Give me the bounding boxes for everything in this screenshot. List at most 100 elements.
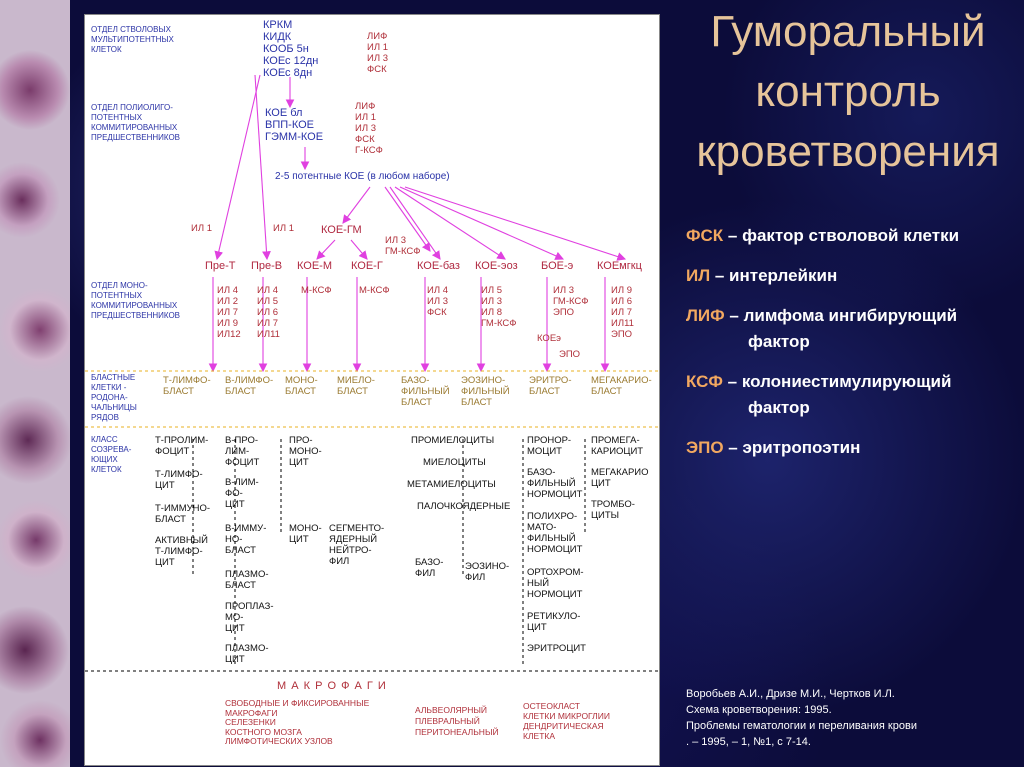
legend-item: ИЛ – интерлейкин (686, 262, 1016, 290)
section-stem-label: ОТДЕЛ СТВОЛОВЫХ МУЛЬТИПОТЕНТНЫХ КЛЕТОК (91, 25, 174, 54)
mature-e4: ОРТОХРОМ- НЫЙ НОРМОЦИТ (527, 567, 584, 600)
mature-b2: В-ЛИМ- ФО- ЦИТ (225, 477, 259, 510)
section-poly-label: ОТДЕЛ ПОЛИОЛИГО- ПОТЕНТНЫХ КОММИТИРОВАНН… (91, 103, 181, 142)
arrow-koe25-to-koe-e (384, 186, 431, 252)
section-mature-label: КЛАСС СОЗРЕВА- ЮЩИХ КЛЕТОК (91, 435, 132, 474)
mature-b6: ПЛАЗМО- ЦИТ (225, 643, 269, 665)
mature-e1: ПРОНОР- МОЦИТ (527, 435, 572, 457)
arrow-koe25-to-koebaz (389, 186, 441, 260)
factors-mgk: ИЛ 9 ИЛ 6 ИЛ 7 ИЛ11 ЭПО (611, 285, 634, 340)
page-title: Гуморальный контроль кроветворения (696, 7, 1000, 176)
pre-t: Пре-Т (205, 260, 236, 272)
arrow-koe25-to-koemgkc (404, 186, 627, 261)
factors-m: М-КСФ (301, 285, 332, 296)
macro-group-2: АЛЬВЕОЛЯРНЫЙ ПЛЕВРАЛЬНЫЙ ПЕРИТОНЕАЛЬНЫЙ (415, 705, 499, 737)
koe-eoz: КОЕ-эоз (475, 260, 518, 272)
reference-line: Воробьев А.И., Дризе М.И., Чертков И.Л. (686, 688, 895, 700)
blast-g: МИЕЛО- БЛАСТ (337, 375, 375, 397)
arrow-koegm-to-koem (316, 239, 336, 260)
macro-group-1: СВОБОДНЫЕ И ФИКСИРОВАННЫЕ МАКРОФАГИ СЕЛЕ… (225, 698, 370, 746)
mature-m2: МОНО- ЦИТ (289, 523, 322, 545)
poly-factors-list: ЛИФ ИЛ 1 ИЛ 3 ФСК Г-КСФ (355, 101, 383, 156)
legend-text: – фактор стволовой клетки (723, 226, 960, 245)
mature-b4: ПЛАЗМО- БЛАСТ (225, 569, 269, 591)
section-mono-label: ОТДЕЛ МОНО- ПОТЕНТНЫХ КОММИТИРОВАННЫХ ПР… (91, 281, 181, 320)
reference-line: Проблемы гематологии и переливания крови (686, 720, 917, 732)
mature-e6: ЭРИТРОЦИТ (527, 643, 586, 654)
poly-cells-list: КОЕ бл ВПП-КОЕ ГЭММ-КОЕ (265, 107, 324, 143)
mature-e5: РЕТИКУЛО- ЦИТ (527, 611, 581, 633)
legend-continuation: фактор (748, 332, 810, 351)
koe-mgkc: КОЕмгкц (597, 260, 642, 272)
factors-baz: ИЛ 4 ИЛ 3 ФСК (427, 285, 448, 318)
mature-m1: ПРО- МОНО- ЦИТ (289, 435, 322, 468)
factors-epo: ЭПО (559, 349, 581, 360)
blast-mgk: МЕГАКАРИО- БЛАСТ (591, 375, 652, 397)
reference-citation: Воробьев А.И., Дризе М.И., Чертков И.Л. … (686, 686, 917, 750)
il1-label-b: ИЛ 1 (273, 223, 294, 234)
koe-2-5-potent: 2-5 потентные КОЕ (в любом наборе) (275, 171, 450, 182)
macro-group-3: ОСТЕОКЛАСТ КЛЕТКИ МИКРОГЛИИ ДЕНДРИТИЧЕСК… (523, 701, 610, 741)
legend-item: ЛИФ – лимфома ингибирующий фактор (686, 302, 1016, 356)
scheme-arrows (85, 74, 659, 672)
mature-gr2: МИЕЛОЦИТЫ (423, 457, 486, 468)
stem-cells-list: КРКМ КИДК КООБ 5н КОЕс 12дн КОЕс 8дн (263, 19, 319, 79)
arrow-koegm-to-koeg (350, 239, 368, 260)
mature-b1: В-ПРО- ЛИМ- ФОЦИТ (225, 435, 260, 468)
section-blast-label: БЛАСТНЫЕ КЛЕТКИ - РОДОНА- ЧАЛЬНИЦЫ РЯДОВ (91, 373, 137, 422)
legend-text: – колониестимулирующий (722, 372, 952, 391)
mature-k3: ТРОМБО- ЦИТЫ (591, 499, 635, 521)
macrophages-title: М А К Р О Ф А Г И (277, 680, 387, 692)
mature-g1: СЕГМЕНТО- ЯДЕРНЫЙ НЕЙТРО- ФИЛ (329, 523, 385, 567)
stem-factors-list: ЛИФ ИЛ 1 ИЛ 3 ФСК (367, 31, 388, 75)
mature-eoz: ЭОЗИНО- ФИЛ (465, 561, 510, 583)
factors-koe-e: КОЕэ (537, 333, 562, 344)
legend-abbr: ИЛ (686, 266, 711, 285)
mature-b3: В-ИММУ- НО- БЛАСТ (225, 523, 267, 556)
blast-e: ЭРИТРО- БЛАСТ (529, 375, 572, 397)
blast-b: В-ЛИМФО- БЛАСТ (225, 375, 274, 397)
blast-t: Т-ЛИМФО- БЛАСТ (163, 375, 211, 397)
boe-e: БОЕ-э (541, 260, 574, 272)
blast-baz: БАЗО- ФИЛЬНЫЙ БЛАСТ (401, 375, 450, 408)
factors-b: ИЛ 4 ИЛ 5 ИЛ 6 ИЛ 7 ИЛ11 (257, 285, 280, 340)
legend-item: ЭПО – эритропоэтин (686, 434, 1016, 462)
mature-e2: БАЗО- ФИЛЬНЫЙ НОРМОЦИТ (527, 467, 583, 500)
mature-gr4: ПАЛОЧКОЯДЕРНЫЕ (417, 501, 511, 512)
mature-baz: БАЗО- ФИЛ (415, 557, 444, 579)
koe-g: КОЕ-Г (351, 260, 383, 272)
mature-k2: МЕГАКАРИО ЦИТ (591, 467, 649, 489)
il3-gmksf-label: ИЛ 3 ГМ-КСФ (385, 235, 421, 257)
legend-abbr: КСФ (686, 372, 723, 391)
reference-line: . – 1995, – 1, №1, с 7-14. (686, 736, 811, 748)
legend-text: – лимфома ингибирующий (724, 306, 958, 325)
arrow-stem-to-pre-b (254, 74, 271, 261)
pre-b: Пре-В (251, 260, 283, 272)
arrow-stem-to-pre-t (214, 74, 261, 261)
factors-eoz: ИЛ 5 ИЛ 3 ИЛ 8 ГМ-КСФ (481, 285, 517, 329)
legend-text: – эритропоэтин (723, 438, 861, 457)
legend-abbr: ЭПО (686, 438, 724, 457)
legend-item: ФСК – фактор стволовой клетки (686, 222, 1016, 250)
factors-e: ИЛ 3 ГМ-КСФ ЭПО (553, 285, 589, 318)
legend-continuation: фактор (748, 398, 810, 417)
reference-line: Схема кроветворения: 1995. (686, 704, 832, 716)
blast-eoz: ЭОЗИНО- ФИЛЬНЫЙ БЛАСТ (461, 375, 510, 408)
mature-t2: Т-ЛИМФО- ЦИТ (155, 469, 203, 491)
mature-k1: ПРОМЕГА- КАРИОЦИТ (591, 435, 644, 457)
mature-t3: Т-ИММУНО- БЛАСТ (155, 503, 211, 525)
mature-gr3: МЕТАМИЕЛОЦИТЫ (407, 479, 496, 490)
legend-abbr: ФСК (686, 226, 724, 245)
factors-g: М-КСФ (359, 285, 390, 296)
mature-gr1: ПРОМИЕЛОЦИТЫ (411, 435, 495, 446)
koe-m: КОЕ-М (297, 260, 333, 272)
koe-gm: КОЕ-ГМ (321, 224, 362, 236)
legend-item: КСФ – колониестимулирующий фактор (686, 368, 1016, 422)
mature-b5: ПРОПЛАЗ- МО- ЦИТ (225, 601, 274, 634)
legend-text: – интерлейкин (710, 266, 838, 285)
mature-e3: ПОЛИХРО- МАТО- ФИЛЬНЫЙ НОРМОЦИТ (527, 511, 583, 555)
hematopoiesis-scheme: ОТДЕЛ СТВОЛОВЫХ МУЛЬТИПОТЕНТНЫХ КЛЕТОК О… (84, 14, 660, 766)
legend-abbr: ЛИФ (686, 306, 725, 325)
koe-baz: КОЕ-баз (417, 260, 460, 272)
blast-m: МОНО- БЛАСТ (285, 375, 318, 397)
